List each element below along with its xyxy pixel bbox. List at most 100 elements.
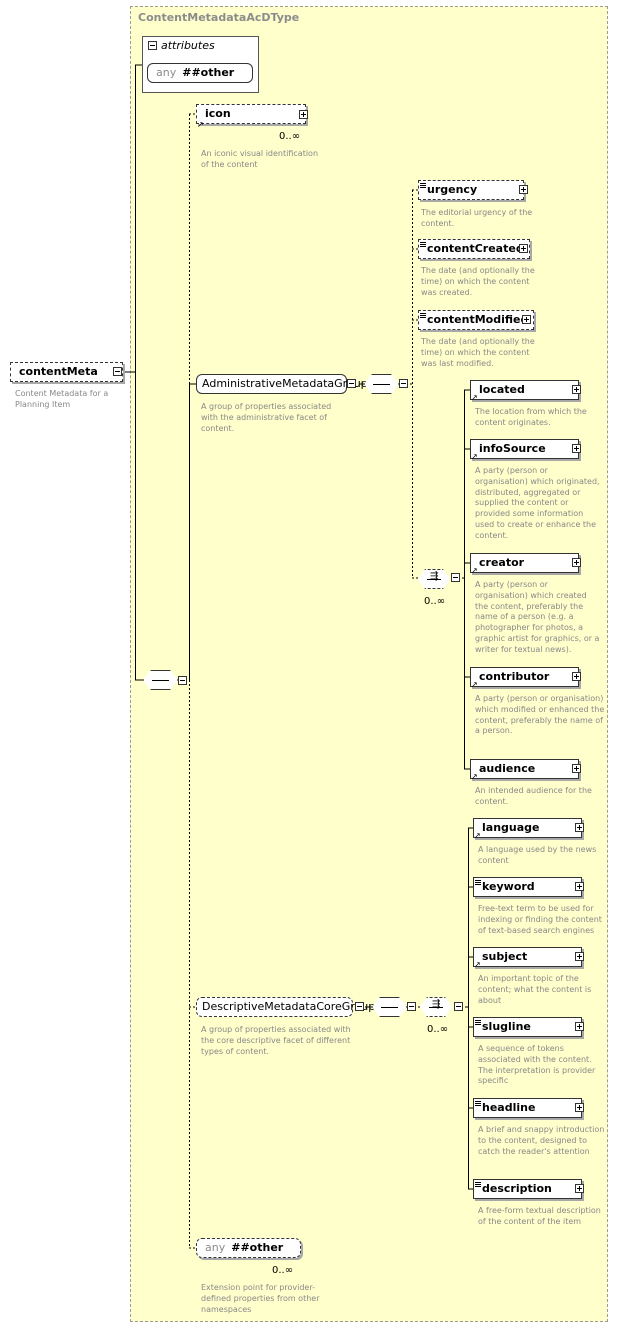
collapse-icon[interactable] <box>355 1002 364 1011</box>
element-doc: A free-form textual description of the c… <box>478 1206 601 1226</box>
subject-element[interactable]: subject <box>473 947 582 967</box>
element-doc: A party (person or organisation) which c… <box>475 580 600 654</box>
collapse-icon[interactable] <box>148 41 157 50</box>
expand-icon[interactable] <box>572 764 581 773</box>
reference-arrow-icon: ↗ <box>471 772 478 781</box>
descriptive-metadata-core-group[interactable]: DescriptiveMetadataCoreGroup <box>196 997 375 1017</box>
text-content-icon <box>475 1020 481 1021</box>
choice-icon: ⇶ <box>432 999 441 1010</box>
occurrence-label: 0..∞ <box>424 596 446 607</box>
content-modified-element[interactable]: contentModified <box>418 310 534 330</box>
element-doc: A language used by the news content <box>478 845 597 865</box>
element-name: icon <box>205 107 231 120</box>
expand-icon[interactable] <box>522 315 531 324</box>
occurrence-label: 0..∞ <box>427 1024 449 1035</box>
collapse-icon[interactable] <box>113 367 122 376</box>
element-doc: An intended audience for the content. <box>475 786 592 806</box>
language-element[interactable]: language <box>473 818 582 838</box>
expand-icon[interactable] <box>575 823 584 832</box>
expand-icon[interactable] <box>572 558 581 567</box>
text-content-icon <box>420 242 426 243</box>
element-doc: A party (person or organisation) which o… <box>475 466 600 540</box>
expand-icon[interactable] <box>575 1184 584 1193</box>
expand-icon[interactable] <box>575 1022 584 1031</box>
element-name: contentModified <box>427 313 529 326</box>
element-name: subject <box>482 950 528 963</box>
info-source-element[interactable]: infoSource <box>470 439 579 459</box>
description-element[interactable]: description <box>473 1179 582 1199</box>
type-title: ContentMetadataAcDType <box>138 11 300 24</box>
reference-arrow-icon: ↗ <box>474 831 481 840</box>
collapse-icon[interactable] <box>454 1002 463 1011</box>
group-doc: A group of properties associated with th… <box>201 1025 351 1056</box>
administrative-metadata-group[interactable]: AdministrativeMetadataGroup <box>196 374 368 394</box>
text-content-icon <box>475 1182 481 1183</box>
reference-arrow-icon: ↗ <box>471 393 478 402</box>
text-content-icon <box>475 880 481 881</box>
urgency-element[interactable]: urgency <box>418 180 524 200</box>
element-doc: The location from which the content orig… <box>475 407 587 427</box>
group-name: DescriptiveMetadataCoreGroup <box>202 1000 376 1013</box>
expand-icon[interactable] <box>572 672 581 681</box>
any-namespace: ##other <box>182 66 235 79</box>
element-doc: The date (and optionally the time) on wh… <box>421 266 535 297</box>
element-doc: Content Metadata for a Planning Item <box>15 389 109 409</box>
choice-compositor <box>418 569 450 589</box>
group-doc: A group of properties associated with th… <box>201 402 332 433</box>
group-name: AdministrativeMetadataGroup <box>202 377 368 390</box>
collapse-icon[interactable] <box>407 1002 416 1011</box>
element-doc: The date (and optionally the time) on wh… <box>421 337 535 368</box>
reference-arrow-icon: ↗ <box>471 566 478 575</box>
creator-element[interactable]: creator <box>470 553 579 573</box>
choice-compositor <box>420 997 452 1017</box>
occurrence-label: 0..∞ <box>272 1265 294 1276</box>
collapse-icon[interactable] <box>451 573 460 582</box>
any-keyword: any <box>205 1241 226 1254</box>
expand-icon[interactable] <box>575 952 584 961</box>
located-element[interactable]: located <box>470 380 579 400</box>
sequence-compositor <box>143 670 178 690</box>
reference-arrow-icon: ↗ <box>471 680 478 689</box>
element-name: slugline <box>482 1020 531 1033</box>
expand-icon[interactable] <box>299 110 308 119</box>
element-doc: A party (person or organisation) which m… <box>475 694 605 736</box>
element-name: infoSource <box>479 442 546 455</box>
audience-element[interactable]: audience <box>470 759 579 779</box>
element-name: creator <box>479 556 525 569</box>
expand-icon[interactable] <box>572 385 581 394</box>
text-content-icon <box>420 313 426 314</box>
expand-icon[interactable] <box>519 244 528 253</box>
contributor-element[interactable]: contributor <box>470 667 579 687</box>
element-name: audience <box>479 762 536 775</box>
element-name: description <box>482 1182 552 1195</box>
expand-icon[interactable] <box>572 444 581 453</box>
text-content-icon <box>420 183 426 184</box>
element-doc: An iconic visual identification of the c… <box>201 149 319 169</box>
expand-icon[interactable] <box>519 185 528 194</box>
element-doc: The editorial urgency of the content. <box>421 208 533 228</box>
text-content-icon <box>475 1101 481 1102</box>
any-namespace: ##other <box>231 1241 284 1254</box>
keyword-element[interactable]: keyword <box>473 877 582 897</box>
expand-icon[interactable] <box>575 1103 584 1112</box>
element-doc: An important topic of the content; what … <box>478 974 592 1005</box>
element-name: contributor <box>479 670 550 683</box>
slugline-element[interactable]: slugline <box>473 1017 582 1037</box>
icon-element[interactable]: icon <box>196 104 306 124</box>
headline-element[interactable]: headline <box>473 1098 582 1118</box>
collapse-icon[interactable] <box>178 676 187 685</box>
any-other-element[interactable]: any ##other <box>196 1238 301 1258</box>
collapse-icon[interactable] <box>399 379 408 388</box>
element-name: headline <box>482 1101 536 1114</box>
element-doc: Extension point for provider-defined pro… <box>201 1283 320 1314</box>
expand-icon[interactable] <box>575 882 584 891</box>
element-name: located <box>479 383 525 396</box>
collapse-icon[interactable] <box>347 379 356 388</box>
occurrence-label: 0..∞ <box>279 131 301 142</box>
content-meta-element[interactable]: contentMeta <box>10 362 123 382</box>
element-name: language <box>482 821 540 834</box>
sequence-compositor <box>372 997 407 1017</box>
content-created-element[interactable]: contentCreated <box>418 239 530 259</box>
any-attribute[interactable]: any##other <box>147 63 253 83</box>
